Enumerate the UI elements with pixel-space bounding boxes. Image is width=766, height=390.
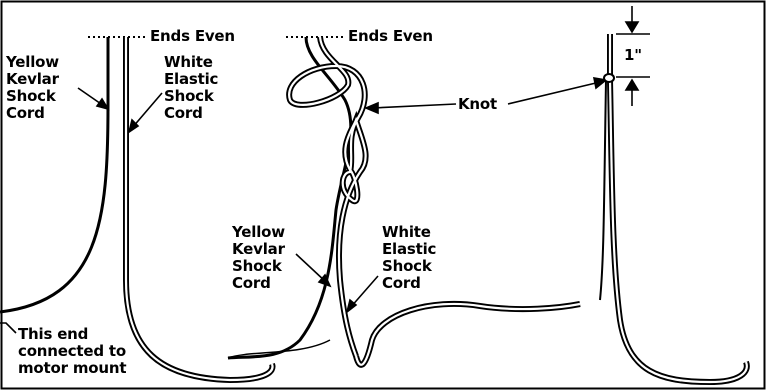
cords-right	[599, 34, 750, 386]
white-left-line-3: Shock	[164, 87, 214, 105]
yellow-left-line-2: Kevlar	[6, 70, 59, 88]
white-left-line-2: Elastic	[164, 70, 219, 88]
white-cord-mid	[353, 300, 581, 368]
ends-even-label-2: Ends Even	[348, 27, 433, 45]
arrow-yellow-mid	[295, 253, 332, 288]
motor-note-line-1: This end	[18, 325, 89, 343]
knot-cord-mid	[286, 36, 369, 358]
white-left-line-1: White	[164, 53, 213, 71]
white-mid-line-4: Cord	[382, 274, 421, 292]
arrow-knot-right	[507, 77, 608, 105]
motor-mount-note: This end connected to motor mount	[18, 326, 126, 377]
white-mid-line-3: Shock	[382, 257, 432, 275]
yellow-left-line-3: Shock	[6, 87, 56, 105]
yellow-cord-mid-tail	[227, 339, 331, 359]
yellow-kevlar-label-mid: Yellow Kevlar Shock Cord	[232, 224, 285, 292]
yellow-cord-left	[0, 37, 110, 314]
arrow-white-mid	[345, 275, 379, 315]
yellow-left-line-1: Yellow	[6, 53, 59, 71]
dimension-marker	[616, 6, 650, 106]
arrow-yellow-left	[77, 87, 110, 111]
yellow-cord-mid	[227, 36, 353, 360]
yellow-left-line-4: Cord	[6, 104, 45, 122]
ends-even-label-1: Ends Even	[150, 27, 235, 45]
motor-note-line-3: motor mount	[18, 359, 127, 377]
white-cord-left	[123, 37, 276, 384]
yellow-kevlar-label-left: Yellow Kevlar Shock Cord	[6, 54, 59, 122]
yellow-mid-line-4: Cord	[232, 274, 271, 292]
white-mid-line-1: White	[382, 223, 431, 241]
white-mid-line-2: Elastic	[382, 240, 437, 258]
yellow-mid-line-1: Yellow	[232, 223, 285, 241]
leader-motor-mount	[0, 322, 17, 334]
white-elastic-label-left: White Elastic Shock Cord	[164, 54, 218, 122]
knot-small	[603, 73, 615, 83]
yellow-mid-line-3: Shock	[232, 257, 282, 275]
yellow-mid-line-2: Kevlar	[232, 240, 285, 258]
one-inch-label: 1"	[624, 46, 642, 64]
motor-note-line-2: connected to	[18, 342, 126, 360]
white-elastic-label-mid: White Elastic Shock Cord	[382, 224, 436, 292]
arrow-knot-left	[363, 101, 457, 115]
white-left-line-4: Cord	[164, 104, 203, 122]
arrow-white-left	[127, 92, 163, 134]
knot-label: Knot	[458, 95, 497, 113]
